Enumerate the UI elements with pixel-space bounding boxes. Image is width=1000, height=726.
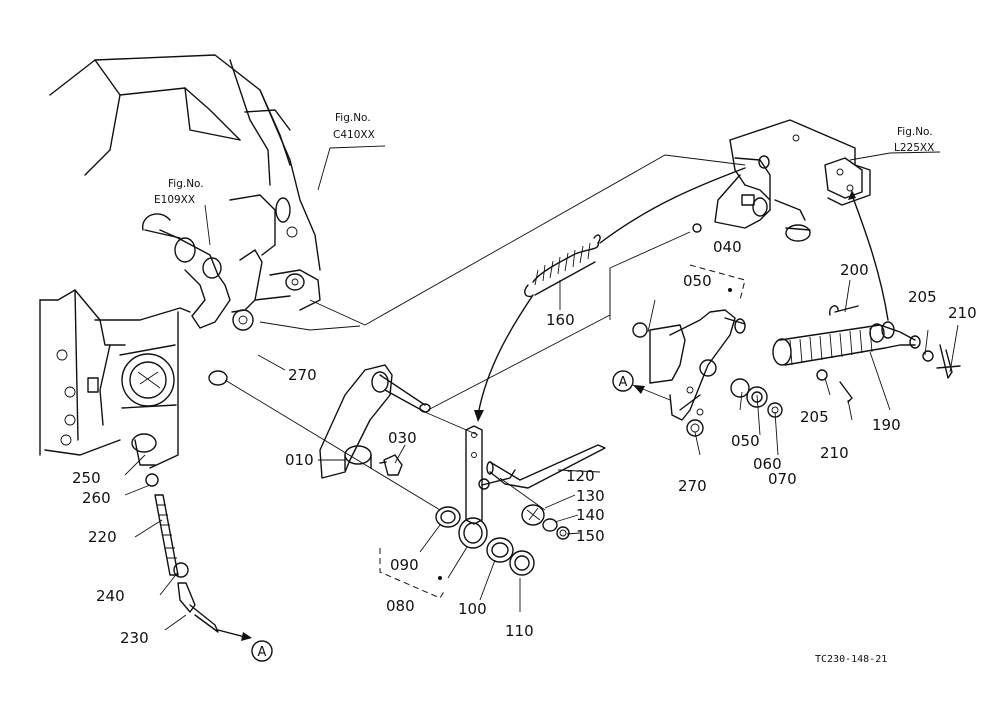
part-number-labels: 010 030 040 050 050 060 070 080 090 100 …	[72, 238, 977, 647]
part-label: 030	[388, 429, 417, 447]
right-lever-assembly	[632, 288, 783, 437]
transmission-housing	[39, 54, 321, 469]
part-label: 205	[800, 408, 829, 426]
part-label: 040	[713, 238, 742, 256]
part-label: 205	[908, 288, 937, 306]
group-brackets	[379, 264, 746, 599]
fig-ref-c410xx: Fig.No. C410XX	[333, 112, 375, 141]
reference-marker: A	[619, 375, 628, 390]
part-label: 270	[288, 366, 317, 384]
part-label: 130	[576, 487, 605, 505]
hose-fitting-assembly	[131, 433, 252, 641]
part-label: 220	[88, 528, 117, 546]
part-label: 050	[731, 432, 760, 450]
part-label: 200	[840, 261, 869, 279]
mounting-bracket	[692, 119, 871, 242]
fig-ref-line1: Fig.No.	[897, 126, 933, 138]
spring-190	[772, 190, 961, 403]
part-label: 080	[386, 597, 415, 615]
leader-lines	[124, 145, 959, 631]
fig-ref-line2: L225XX	[894, 142, 934, 154]
part-label: 260	[82, 489, 111, 507]
part-label: 110	[505, 622, 534, 640]
part-label: 190	[872, 416, 901, 434]
fig-ref-line1: Fig.No.	[335, 112, 371, 124]
drawing-code: TC230-148-21	[815, 654, 887, 665]
part-label: 100	[458, 600, 487, 618]
part-label: 210	[820, 444, 849, 462]
fig-ref-l225xx: Fig.No. L225XX	[894, 126, 934, 154]
reference-callout-a-right: A	[612, 370, 671, 401]
part-label: 240	[96, 587, 125, 605]
part-label: 070	[768, 470, 797, 488]
fig-ref-line1: Fig.No.	[168, 178, 204, 190]
fig-ref-e109xx: Fig.No. E109XX	[154, 178, 204, 206]
part-label: 120	[566, 467, 595, 485]
fig-ref-line2: C410XX	[333, 129, 375, 141]
reference-marker: A	[258, 645, 267, 660]
fig-ref-line2: E109XX	[154, 194, 195, 206]
part-label: 210	[948, 304, 977, 322]
part-label: 050	[683, 272, 712, 290]
part-label: 250	[72, 469, 101, 487]
washers-and-bushings	[435, 504, 570, 576]
plate-010	[319, 364, 431, 479]
part-label: 090	[390, 556, 419, 574]
part-label: 010	[285, 451, 314, 469]
part-label: 140	[576, 506, 605, 524]
link-rod-120	[465, 425, 606, 525]
part-label: 060	[753, 455, 782, 473]
reference-callout-a-left: A	[251, 640, 273, 662]
part-label: 160	[546, 311, 575, 329]
reference-lines	[224, 154, 746, 511]
spring-160	[474, 167, 746, 422]
part-label: 270	[678, 477, 707, 495]
part-label: 150	[576, 527, 605, 545]
part-label: 230	[120, 629, 149, 647]
